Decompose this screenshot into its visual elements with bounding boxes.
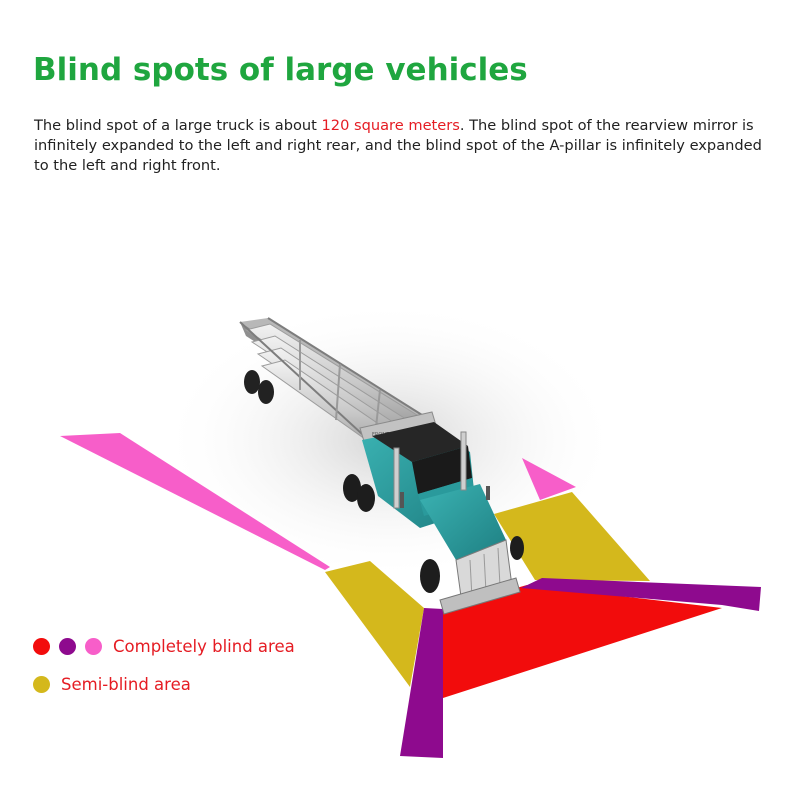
description-text: The blind spot of a large truck is about… bbox=[34, 116, 774, 176]
front-right-purple-zone bbox=[521, 578, 761, 611]
legend: Completely blind area Semi-blind area bbox=[33, 634, 295, 710]
legend-completely-blind: Completely blind area bbox=[33, 634, 295, 658]
right-side-yellow-zone bbox=[494, 492, 650, 581]
truck-with-tanker-trailer-icon: FRONT bbox=[239, 317, 524, 615]
description-text-start: The blind spot of a large truck is about bbox=[34, 117, 322, 134]
description-text-end: . The blind spot of the rearview mirror … bbox=[34, 117, 762, 174]
purple-dot-icon bbox=[59, 637, 76, 655]
page-title: Blind spots of large vehicles bbox=[33, 52, 528, 88]
front-red-zone bbox=[443, 585, 722, 698]
area-highlight: 120 square meters bbox=[321, 117, 460, 134]
yellow-dot-icon bbox=[33, 675, 50, 693]
rear-left-pink-zone bbox=[60, 433, 330, 570]
front-right-pink-zone bbox=[522, 458, 576, 500]
red-dot-icon bbox=[33, 637, 50, 655]
legend-label-completely-blind: Completely blind area bbox=[113, 636, 295, 656]
legend-semi-blind: Semi-blind area bbox=[33, 672, 295, 696]
legend-label-semi-blind: Semi-blind area bbox=[61, 674, 191, 694]
left-side-yellow-zone bbox=[325, 561, 424, 687]
pink-dot-icon bbox=[85, 637, 102, 655]
front-left-purple-zone bbox=[400, 608, 443, 758]
